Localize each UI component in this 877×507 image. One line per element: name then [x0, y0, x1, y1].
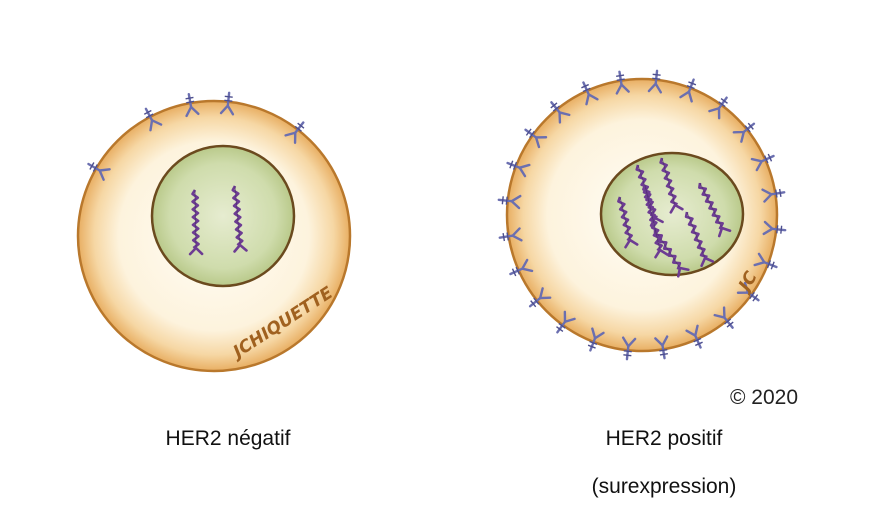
cell-her2-positive: JC: [497, 69, 787, 361]
her2-receptor-icon: [750, 153, 775, 172]
her2-receptor-icon: [219, 91, 235, 116]
her2-receptor-icon: [713, 306, 734, 329]
her2-receptor-icon: [497, 194, 522, 210]
caption-her2-positive: HER2 positif: [605, 427, 723, 450]
her2-receptor-icon: [762, 220, 787, 236]
her2-receptor-icon: [498, 227, 523, 242]
her2-receptor-icon: [685, 324, 703, 349]
her2-receptor-icon: [615, 70, 630, 95]
her2-gene-icon: [642, 184, 669, 259]
copyright-notice: © 2020: [730, 386, 799, 409]
her2-receptor-icon: [556, 310, 576, 334]
her2-receptor-icon: [87, 162, 111, 181]
her2-receptor-icon: [654, 335, 669, 360]
her2-receptor-icon: [143, 107, 163, 132]
gene-copies: [617, 157, 732, 278]
nucleus: [150, 144, 296, 288]
her2-receptor-icon: [506, 160, 531, 178]
her2-receptor-icon: [587, 327, 605, 352]
her2-receptor-icon: [524, 128, 548, 149]
her2-receptor-icon: [679, 78, 697, 103]
her2-receptor-icon: [732, 122, 756, 143]
her2-gene-icon: [659, 157, 684, 214]
her2-receptor-icon: [621, 336, 637, 361]
her2-receptor-icon: [753, 252, 778, 270]
her2-receptor-icon: [581, 81, 599, 106]
cell-her2-negative: JCHIQUETTE: [76, 91, 352, 373]
caption-overexpression: (surexpression): [591, 475, 737, 498]
her2-receptor-icon: [528, 287, 552, 308]
her2-gene-icon: [188, 189, 204, 256]
her2-gene-icon: [617, 196, 639, 249]
her2-receptor-icon: [708, 96, 728, 120]
receptors-group: [497, 69, 787, 361]
her2-gene-icon: [684, 211, 715, 268]
her2-gene-icon: [231, 185, 248, 253]
her2-receptor-icon: [761, 188, 786, 203]
her2-gene-icon: [698, 182, 732, 238]
her2-receptor-icon: [736, 281, 760, 302]
her2-receptor-icon: [550, 101, 571, 124]
her2-receptor-icon: [284, 121, 305, 144]
her2-receptor-icon: [509, 258, 534, 277]
receptors-group: [87, 91, 305, 181]
gene-copies: [188, 185, 248, 256]
caption-her2-negative: HER2 négatif: [165, 427, 291, 450]
her2-receptor-icon: [185, 92, 200, 118]
her2-receptor-icon: [647, 69, 663, 94]
